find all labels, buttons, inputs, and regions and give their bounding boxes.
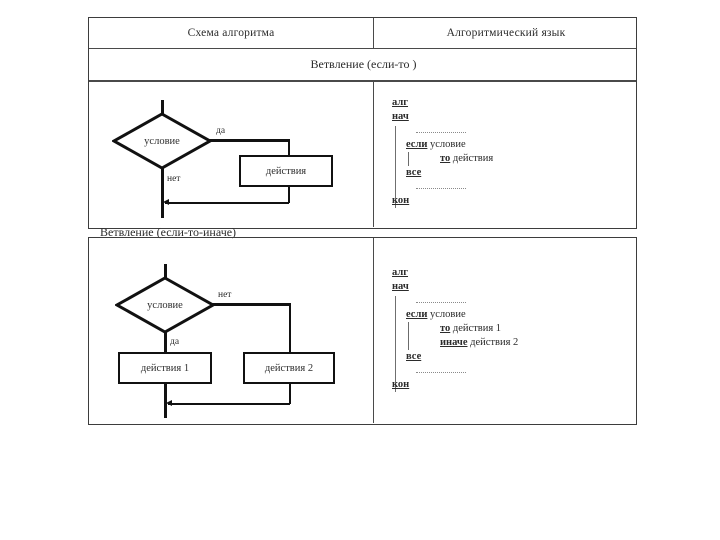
body-column-divider: [373, 80, 374, 227]
code-condition: условие: [430, 139, 466, 150]
header-divider: [89, 48, 636, 49]
decision-label: условие: [144, 135, 180, 147]
code-line-begin: нач: [392, 110, 572, 124]
section-divider: [89, 80, 636, 82]
code-line-dots-top: [392, 124, 572, 138]
code-line-if-2: если условие: [392, 308, 592, 322]
code-line-alg: алг: [392, 96, 572, 110]
code-line-dots-top-2: [392, 294, 592, 308]
decision-label-2: условие: [147, 299, 183, 311]
keyword-else: иначе: [440, 337, 468, 348]
exit-line-2: [164, 383, 167, 418]
merge-arrowhead: [163, 199, 169, 205]
body-column-divider-2: [373, 238, 374, 423]
pseudocode-if-then-else: алг нач если условие то действия 1 иначе…: [392, 266, 592, 392]
code-condition-2: условие: [430, 309, 466, 320]
entry-line-2: [164, 264, 167, 278]
keyword-then: то: [440, 153, 451, 164]
code-spine-2: [395, 296, 396, 392]
decision-diamond-2: условие: [115, 276, 215, 334]
dotted-placeholder-3: [416, 295, 466, 303]
code-spine: [395, 126, 396, 208]
code-line-dots-bottom-2: [392, 364, 592, 378]
code-action-2: действия 2: [470, 337, 519, 348]
table-branching-if-then-else: [88, 237, 637, 425]
box2-exit-line: [289, 383, 291, 404]
column-header-language: Алгоритмический язык: [446, 27, 566, 39]
no-branch-line: [161, 168, 164, 218]
code-line-end-2: кон: [392, 378, 592, 392]
pseudocode-if-then: алг нач если условие то действия все кон: [392, 96, 572, 208]
code-line-alg-2: алг: [392, 266, 592, 280]
code-line-dots-bottom: [392, 180, 572, 194]
code-line-endif-2: все: [392, 350, 592, 364]
code-inner-spine-2: [408, 322, 409, 350]
entry-line: [161, 100, 164, 114]
merge-line: [165, 202, 289, 204]
yes-label-2: да: [170, 337, 180, 347]
yes-branch-line: [208, 139, 290, 142]
no-label: нет: [167, 174, 181, 184]
keyword-end-2: кон: [392, 379, 410, 390]
no-branch-drop-2: [289, 303, 291, 353]
no-label-2: нет: [218, 290, 232, 300]
yes-label: да: [216, 126, 226, 136]
merge-arrowhead-2: [166, 400, 172, 406]
table-branching-if-then: Схема алгоритма Алгоритмический язык Вет…: [88, 17, 637, 229]
section-title-if-then-else: Ветвление (если-то-иначе): [100, 225, 237, 239]
keyword-alg-2: алг: [392, 267, 409, 278]
code-line-then-2: то действия 1: [392, 322, 592, 350]
keyword-begin-2: нач: [392, 281, 409, 292]
keyword-if-2: если: [406, 309, 428, 320]
keyword-end: кон: [392, 195, 410, 206]
action-box-label: действия: [265, 165, 307, 177]
action-exit-line: [288, 186, 290, 203]
header-column-divider: [373, 18, 374, 48]
section-title-if-then: Ветвление (если-то ): [310, 57, 417, 71]
yes-branch-line-2: [164, 332, 167, 354]
code-line-if: если условие: [392, 138, 572, 152]
keyword-alg: алг: [392, 97, 409, 108]
dotted-placeholder: [416, 125, 466, 133]
code-line-end: кон: [392, 194, 572, 208]
code-line-begin-2: нач: [392, 280, 592, 294]
code-action-1: действия 1: [452, 323, 502, 334]
action-box-2: действия 2: [243, 352, 335, 384]
decision-diamond: условие: [112, 112, 212, 170]
code-line-then: то действия: [392, 152, 572, 166]
keyword-endif: все: [406, 167, 422, 178]
column-header-scheme: Схема алгоритма: [187, 27, 275, 39]
yes-branch-drop: [288, 139, 290, 157]
dotted-placeholder-4: [416, 365, 466, 373]
code-line-else-2: иначе действия 2: [392, 336, 592, 350]
action-box-1: действия 1: [118, 352, 212, 384]
merge-line-2: [168, 403, 290, 405]
action-box-1-label: действия 1: [140, 362, 190, 374]
code-action: действия: [452, 153, 494, 164]
code-inner-spine: [408, 152, 409, 166]
keyword-if: если: [406, 139, 428, 150]
action-box-2-label: действия 2: [264, 362, 314, 374]
keyword-endif-2: все: [406, 351, 422, 362]
action-box: действия: [239, 155, 333, 187]
code-line-endif: все: [392, 166, 572, 180]
dotted-placeholder-2: [416, 181, 466, 189]
keyword-then-2: то: [440, 323, 451, 334]
keyword-begin: нач: [392, 111, 409, 122]
no-branch-line-2: [211, 303, 291, 306]
